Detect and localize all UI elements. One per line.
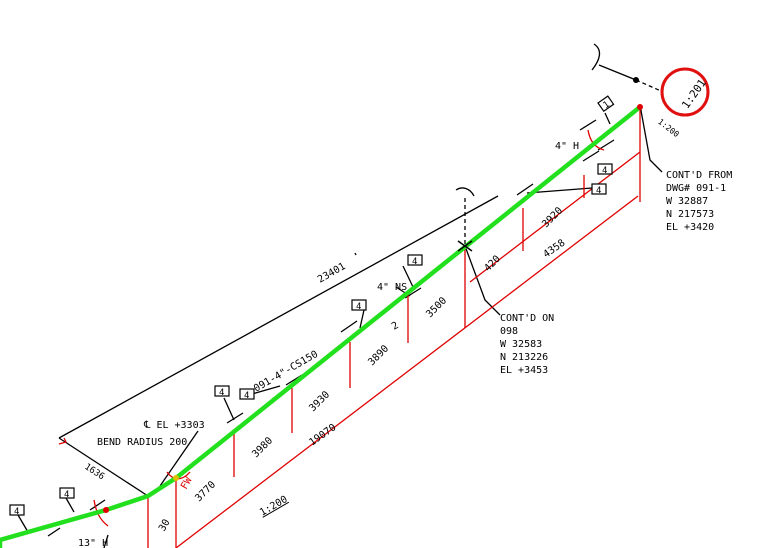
cl-el-label: ℄ EL +3303 — [143, 420, 205, 431]
svg-text:W 32583: W 32583 — [500, 339, 542, 350]
dim-3980: 3980 — [250, 435, 275, 460]
tag-box: 4 — [214, 385, 230, 398]
tag-box: 4 — [9, 504, 25, 517]
dim-30: 30 — [157, 518, 173, 534]
joint-point — [103, 507, 109, 513]
tag-box: 4 — [591, 183, 607, 196]
highlight-ref: 1:201 1:200 — [656, 67, 710, 139]
dim-3500: 3500 — [424, 295, 449, 320]
tag-box: 4 — [597, 163, 613, 176]
svg-text:4: 4 — [14, 507, 19, 517]
pipe-end-point — [637, 104, 643, 110]
svg-text:CONT'D ON: CONT'D ON — [500, 313, 554, 324]
tag-box: 4 — [239, 388, 255, 401]
tag-box: 1 — [597, 95, 615, 113]
bend-radius-label: BEND RADIUS 200 — [97, 437, 187, 448]
svg-text:4: 4 — [412, 257, 417, 267]
ref-point — [633, 77, 639, 83]
dim-4358: 4358 — [541, 238, 567, 261]
fw-point — [173, 475, 179, 481]
svg-text:EL +3420: EL +3420 — [666, 222, 714, 233]
pipe-line — [0, 105, 642, 548]
arc-mid — [455, 187, 475, 197]
tag-boxes: 4 4 4 4 4 4 4 4 — [9, 95, 615, 517]
cont-from-callout: CONT'D FROM DWG# 091-1 W 32887 N 217573 … — [666, 170, 732, 233]
svg-text:4: 4 — [596, 186, 601, 196]
svg-text:EL +3453: EL +3453 — [500, 365, 548, 376]
cl-leader — [159, 430, 199, 487]
dim-3920: 3920 — [540, 205, 565, 230]
svg-text:098: 098 — [500, 326, 518, 337]
ref-leader-2 — [598, 64, 637, 81]
dim-420: 420 — [482, 254, 503, 275]
dim-19070-line — [175, 195, 639, 548]
svg-text:DWG# 091-1: DWG# 091-1 — [666, 183, 726, 194]
dim-3890: 3890 — [366, 343, 391, 368]
arc-top — [591, 43, 601, 71]
construction-lines — [17, 43, 663, 548]
tag-box: 4 — [59, 487, 75, 500]
fw-label: FW — [179, 475, 195, 492]
svg-text:4: 4 — [356, 302, 361, 312]
svg-text:4: 4 — [244, 391, 249, 401]
tag-box: 4 — [351, 299, 367, 312]
highlight-circle — [660, 67, 710, 117]
svg-text:W 32887: W 32887 — [666, 196, 708, 207]
diag-short-label: 1636 — [82, 462, 106, 482]
pipe-run — [0, 77, 643, 548]
cont-on-leader — [464, 245, 501, 316]
dimension-lines — [93, 104, 641, 548]
svg-text:CONT'D FROM: CONT'D FROM — [666, 170, 732, 181]
ns-label: 4" NS — [377, 282, 407, 293]
item-2-label: 2 — [390, 320, 401, 333]
svg-text:1: 1 — [602, 100, 612, 111]
triangle-hypotenuse — [58, 195, 499, 439]
triangle-base — [58, 437, 149, 497]
svg-text:N 217573: N 217573 — [666, 209, 714, 220]
hanger-bottom-label: 13" H — [78, 538, 108, 548]
hanger-top-label: 4" H — [555, 141, 579, 152]
cont-from-leader — [639, 104, 663, 173]
dim-3930: 3930 — [307, 389, 332, 414]
dim-19070: 19070 — [307, 422, 338, 448]
svg-text:4: 4 — [602, 166, 607, 176]
right-angle-mark — [58, 437, 67, 445]
ref-lower-label: 1:200 — [258, 494, 290, 519]
dim-3770: 3770 — [193, 479, 218, 504]
tag-box: 4 — [407, 254, 423, 267]
svg-text:4: 4 — [64, 490, 69, 500]
cont-on-callout: CONT'D ON 098 W 32583 N 213226 EL +3453 — [500, 313, 554, 376]
ref-leader — [635, 79, 662, 92]
ref-small-text: 1:200 — [656, 117, 681, 139]
svg-text:N 213226: N 213226 — [500, 352, 548, 363]
svg-text:4: 4 — [219, 388, 224, 398]
